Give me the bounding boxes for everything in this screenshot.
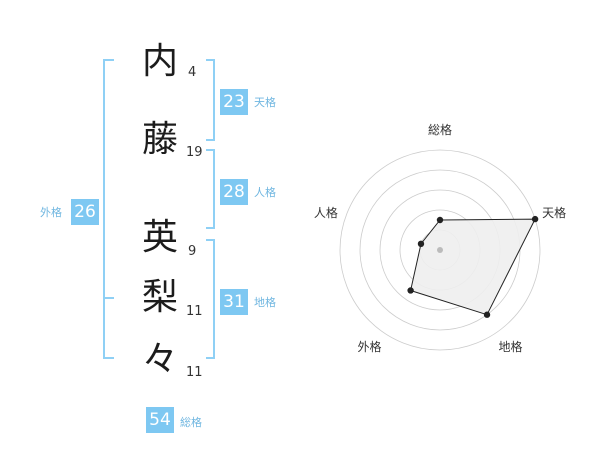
radar-area bbox=[410, 218, 536, 316]
tenkaku-label: 天格 bbox=[254, 96, 276, 109]
gaikaku-score: 26 bbox=[71, 199, 99, 225]
stroke-count-2: 19 bbox=[186, 145, 203, 160]
name-char-2: 藤 bbox=[141, 119, 178, 160]
stroke-count-1: 4 bbox=[188, 65, 197, 80]
jinkaku-label: 人格 bbox=[254, 186, 276, 199]
name-char-5: 々 bbox=[141, 339, 178, 380]
chikaku-score: 31 bbox=[220, 289, 248, 315]
radar-point-5 bbox=[417, 240, 425, 248]
radar-ring bbox=[339, 149, 541, 351]
radar-center-dot bbox=[437, 247, 443, 253]
tenkaku-score: 23 bbox=[220, 89, 248, 115]
jinkaku-score: 28 bbox=[220, 179, 248, 205]
tenkaku-bracket bbox=[206, 59, 215, 141]
radar-point-3 bbox=[483, 311, 491, 318]
soukaku-label: 総格 bbox=[180, 416, 202, 429]
radar-axis-label-1: 総格 bbox=[428, 122, 452, 137]
radar-point-4 bbox=[407, 287, 414, 294]
soukaku-score: 54 bbox=[146, 407, 174, 433]
stroke-count-4: 11 bbox=[186, 304, 203, 319]
gaikaku-label: 外格 bbox=[40, 206, 62, 219]
radar-point-1 bbox=[436, 216, 444, 224]
radar-points bbox=[407, 215, 539, 318]
radar-axis-label-3: 地格 bbox=[498, 339, 522, 354]
name-char-1: 内 bbox=[141, 41, 178, 82]
jinkaku-bracket bbox=[206, 149, 215, 229]
radar-axis-label-4: 外格 bbox=[357, 339, 381, 354]
radar-axis-label-2: 天格 bbox=[542, 205, 566, 220]
chikaku-bracket bbox=[206, 239, 215, 359]
chikaku-label: 地格 bbox=[254, 296, 276, 309]
stroke-count-5: 11 bbox=[186, 365, 203, 380]
radar-point-2 bbox=[531, 215, 539, 223]
stroke-count-3: 9 bbox=[188, 244, 197, 259]
name-char-3: 英 bbox=[141, 217, 178, 258]
radar-axis-label-5: 人格 bbox=[314, 205, 338, 220]
gaikaku-bracket bbox=[103, 59, 114, 359]
name-char-4: 梨 bbox=[141, 277, 178, 318]
